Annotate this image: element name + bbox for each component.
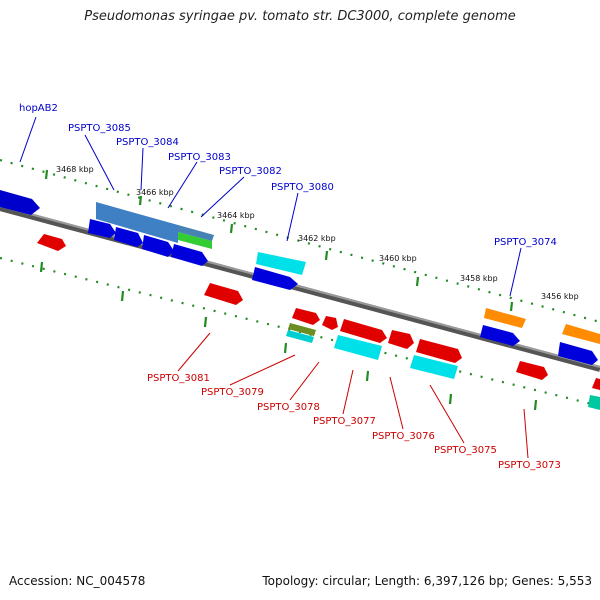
gene-label-PSPTO_3082: PSPTO_3082: [219, 166, 282, 177]
gene-arrow-3081[interactable]: [204, 283, 243, 305]
gene-arrow-3075-red[interactable]: [416, 339, 462, 363]
scale-label: 3466 kbp: [136, 188, 174, 197]
gene-arrow-3080-cyan[interactable]: [256, 252, 306, 275]
scale-label: 3468 kbp: [56, 165, 94, 174]
upper-leader-lines: [19, 116, 522, 297]
gene-arrow-3083[interactable]: [142, 235, 174, 257]
gene-label-PSPTO_3077: PSPTO_3077: [313, 416, 376, 427]
gene-arrow-hopAB2[interactable]: [0, 190, 40, 215]
gene-label-PSPTO_3074: PSPTO_3074: [494, 237, 557, 248]
gene-label-PSPTO_3076: PSPTO_3076: [372, 431, 435, 442]
scale-labels: 3468 kbp 3466 kbp 3464 kbp 3462 kbp 3460…: [56, 165, 579, 301]
gene-arrow-red-a[interactable]: [37, 234, 66, 251]
lower-gene-labels: PSPTO_3081 PSPTO_3079 PSPTO_3078 PSPTO_3…: [147, 373, 561, 471]
scale-label: 3458 kbp: [460, 274, 498, 283]
gene-arrow-3078-olive[interactable]: [288, 323, 316, 336]
gene-label-PSPTO_3078: PSPTO_3078: [257, 402, 320, 413]
inner-major-ticks: [39, 261, 538, 411]
lower-leader-lines: [177, 332, 529, 459]
gene-label-PSPTO_3085: PSPTO_3085: [68, 123, 131, 134]
gene-arrow-3076-red[interactable]: [388, 330, 414, 349]
gene-arrow-3083-green[interactable]: [178, 232, 212, 249]
scale-label: 3456 kbp: [541, 292, 579, 301]
gene-arrow-3080[interactable]: [252, 267, 298, 290]
upper-strand-genes[interactable]: [0, 190, 600, 365]
gene-label-PSPTO_3080: PSPTO_3080: [271, 182, 334, 193]
lower-strand-genes[interactable]: [37, 234, 600, 410]
genome-summary-text: Topology: circular; Length: 6,397,126 bp…: [262, 574, 592, 588]
gene-arrow-3073-red[interactable]: [516, 361, 548, 380]
gene-label-PSPTO_3075: PSPTO_3075: [434, 445, 497, 456]
gene-arrow-3085[interactable]: [96, 202, 178, 243]
gene-arrow-3077-red[interactable]: [340, 319, 387, 343]
scale-label: 3460 kbp: [379, 254, 417, 263]
gene-label-PSPTO_3083: PSPTO_3083: [168, 152, 231, 163]
outer-scale-track: [0, 158, 600, 324]
gene-label-PSPTO_3084: PSPTO_3084: [116, 137, 179, 148]
gene-label-PSPTO_3073: PSPTO_3073: [498, 460, 561, 471]
gene-label-PSPTO_3081: PSPTO_3081: [147, 373, 210, 384]
gene-arrow-3084b[interactable]: [114, 227, 143, 247]
gene-arrow-3079-red[interactable]: [292, 308, 320, 325]
gene-arrow-3078-cyan[interactable]: [286, 330, 314, 343]
gene-arrow-3074[interactable]: [480, 325, 520, 346]
gene-arrow-3073-orange[interactable]: [562, 324, 600, 344]
gene-arrow-3074-orange[interactable]: [484, 308, 526, 328]
genome-title: Pseudomonas syringae pv. tomato str. DC3…: [84, 9, 516, 24]
gene-label-hopAB2: hopAB2: [19, 103, 58, 114]
gene-arrow-3075-cyan[interactable]: [410, 355, 458, 379]
scale-label: 3464 kbp: [217, 211, 255, 220]
outer-major-ticks: [44, 169, 514, 312]
gene-arrow-3079-small[interactable]: [322, 316, 338, 330]
gene-arrow-3073-blue[interactable]: [558, 342, 598, 365]
gene-arrow-edge-teal[interactable]: [588, 395, 600, 410]
gene-arrow-3084a[interactable]: [88, 219, 116, 238]
gene-arrow-3082-steel[interactable]: [178, 225, 214, 241]
gene-label-PSPTO_3079: PSPTO_3079: [201, 387, 264, 398]
upper-gene-labels: hopAB2 PSPTO_3085 PSPTO_3084 PSPTO_3083 …: [19, 103, 557, 248]
gene-arrow-3077-cyan[interactable]: [334, 335, 382, 360]
scale-label: 3462 kbp: [298, 234, 336, 243]
accession-text: Accession: NC_004578: [9, 574, 146, 588]
gene-arrow-edge-red[interactable]: [592, 378, 600, 390]
gene-arrow-3082[interactable]: [171, 244, 208, 266]
